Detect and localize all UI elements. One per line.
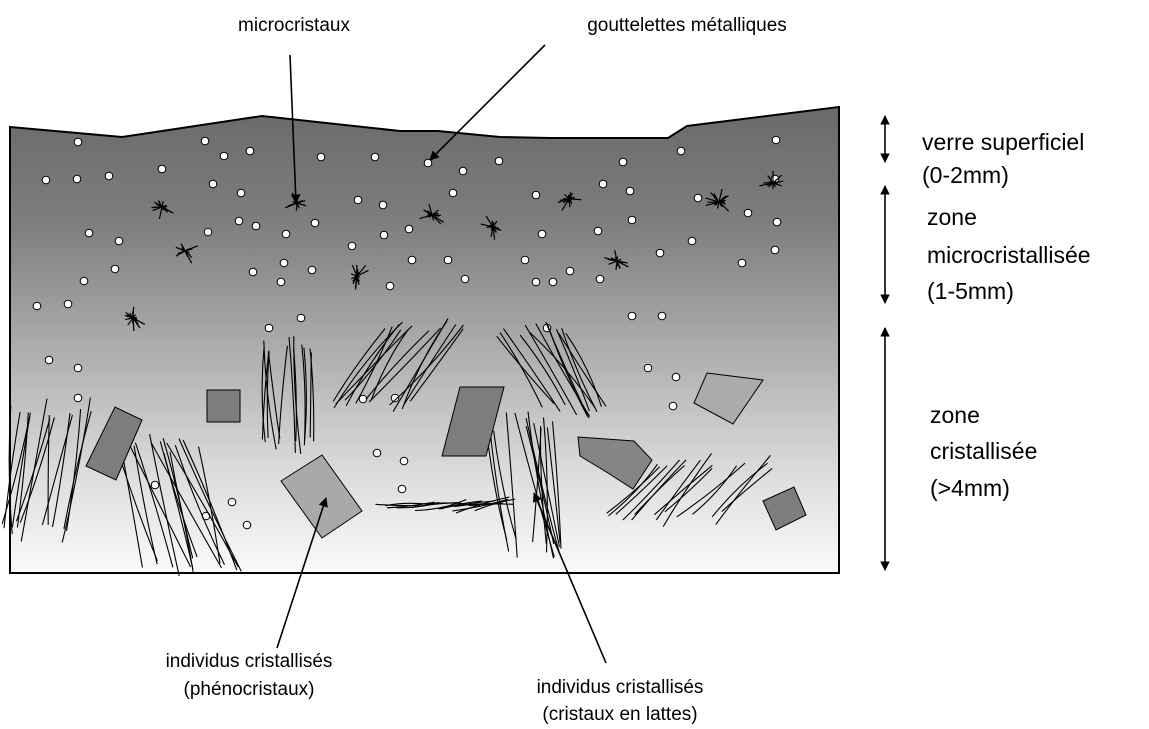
droplet bbox=[594, 227, 602, 235]
label-gouttelettes: gouttelettes métalliques bbox=[587, 15, 787, 36]
droplet bbox=[373, 449, 381, 457]
droplet bbox=[626, 187, 634, 195]
label-micro-zone-1: zone bbox=[927, 204, 977, 230]
label-verre-range: (0-2mm) bbox=[922, 162, 1009, 188]
droplet bbox=[444, 256, 452, 264]
droplet bbox=[158, 165, 166, 173]
droplet bbox=[459, 167, 467, 175]
droplet bbox=[105, 172, 113, 180]
droplet bbox=[220, 152, 228, 160]
droplet bbox=[209, 180, 217, 188]
droplet bbox=[252, 222, 260, 230]
droplet bbox=[495, 157, 503, 165]
droplet bbox=[42, 176, 50, 184]
droplet bbox=[656, 249, 664, 257]
droplet bbox=[348, 242, 356, 250]
label-pheno-1: individus cristallisés bbox=[166, 651, 333, 672]
droplet bbox=[599, 180, 607, 188]
droplet bbox=[115, 237, 123, 245]
droplet bbox=[354, 196, 362, 204]
droplet bbox=[449, 189, 457, 197]
label-crist-zone-2: cristallisée bbox=[930, 438, 1037, 464]
droplet bbox=[549, 278, 557, 286]
droplet bbox=[386, 282, 394, 290]
label-micro-zone-2: microcristallisée bbox=[927, 242, 1091, 268]
droplet bbox=[669, 402, 677, 410]
droplet bbox=[249, 268, 257, 276]
droplet bbox=[235, 217, 243, 225]
droplet bbox=[33, 302, 41, 310]
droplet bbox=[64, 300, 72, 308]
label-microcristaux: microcristaux bbox=[238, 15, 350, 36]
droplet bbox=[400, 457, 408, 465]
droplet bbox=[538, 230, 546, 238]
droplet bbox=[628, 216, 636, 224]
label-micro-zone-3: (1-5mm) bbox=[927, 278, 1014, 304]
droplet bbox=[317, 153, 325, 161]
label-lattes-1: individus cristallisés bbox=[537, 677, 704, 698]
droplet bbox=[405, 225, 413, 233]
droplet bbox=[380, 231, 388, 239]
droplet bbox=[672, 373, 680, 381]
droplet bbox=[658, 312, 666, 320]
droplet bbox=[566, 267, 574, 275]
droplet bbox=[74, 138, 82, 146]
droplet bbox=[151, 481, 159, 489]
label-crist-zone-3: (>4mm) bbox=[930, 475, 1010, 501]
droplet bbox=[596, 275, 604, 283]
droplet bbox=[628, 312, 636, 320]
droplet bbox=[80, 277, 88, 285]
glass-block bbox=[10, 107, 839, 573]
droplet bbox=[688, 237, 696, 245]
droplet bbox=[461, 275, 469, 283]
droplet bbox=[772, 136, 780, 144]
droplet bbox=[204, 228, 212, 236]
droplet bbox=[398, 485, 406, 493]
droplet bbox=[74, 394, 82, 402]
phenocryst bbox=[207, 390, 240, 422]
droplet bbox=[677, 147, 685, 155]
droplet bbox=[371, 153, 379, 161]
label-verre-title: verre superficiel bbox=[922, 129, 1084, 155]
droplet bbox=[773, 218, 781, 226]
label-crist-zone-1: zone bbox=[930, 402, 980, 428]
droplet bbox=[694, 194, 702, 202]
droplet bbox=[282, 230, 290, 238]
droplet bbox=[738, 259, 746, 267]
droplet bbox=[532, 191, 540, 199]
droplet bbox=[74, 364, 82, 372]
droplet bbox=[237, 189, 245, 197]
label-lattes-2: (cristaux en lattes) bbox=[542, 704, 697, 725]
droplet bbox=[379, 201, 387, 209]
label-pheno-2: (phénocristaux) bbox=[184, 679, 315, 700]
droplet bbox=[280, 259, 288, 267]
droplet bbox=[243, 521, 251, 529]
droplet bbox=[771, 246, 779, 254]
droplet bbox=[311, 219, 319, 227]
droplet bbox=[111, 265, 119, 273]
droplet bbox=[521, 256, 529, 264]
droplet bbox=[308, 266, 316, 274]
droplet bbox=[619, 158, 627, 166]
droplet bbox=[73, 175, 81, 183]
droplet bbox=[744, 209, 752, 217]
droplet bbox=[201, 137, 209, 145]
droplet bbox=[277, 278, 285, 286]
droplet bbox=[228, 498, 236, 506]
droplet bbox=[532, 278, 540, 286]
droplet bbox=[644, 364, 652, 372]
droplet bbox=[408, 256, 416, 264]
droplet bbox=[297, 314, 305, 322]
droplet bbox=[246, 147, 254, 155]
droplet bbox=[45, 356, 53, 364]
droplet bbox=[265, 324, 273, 332]
droplet bbox=[85, 229, 93, 237]
